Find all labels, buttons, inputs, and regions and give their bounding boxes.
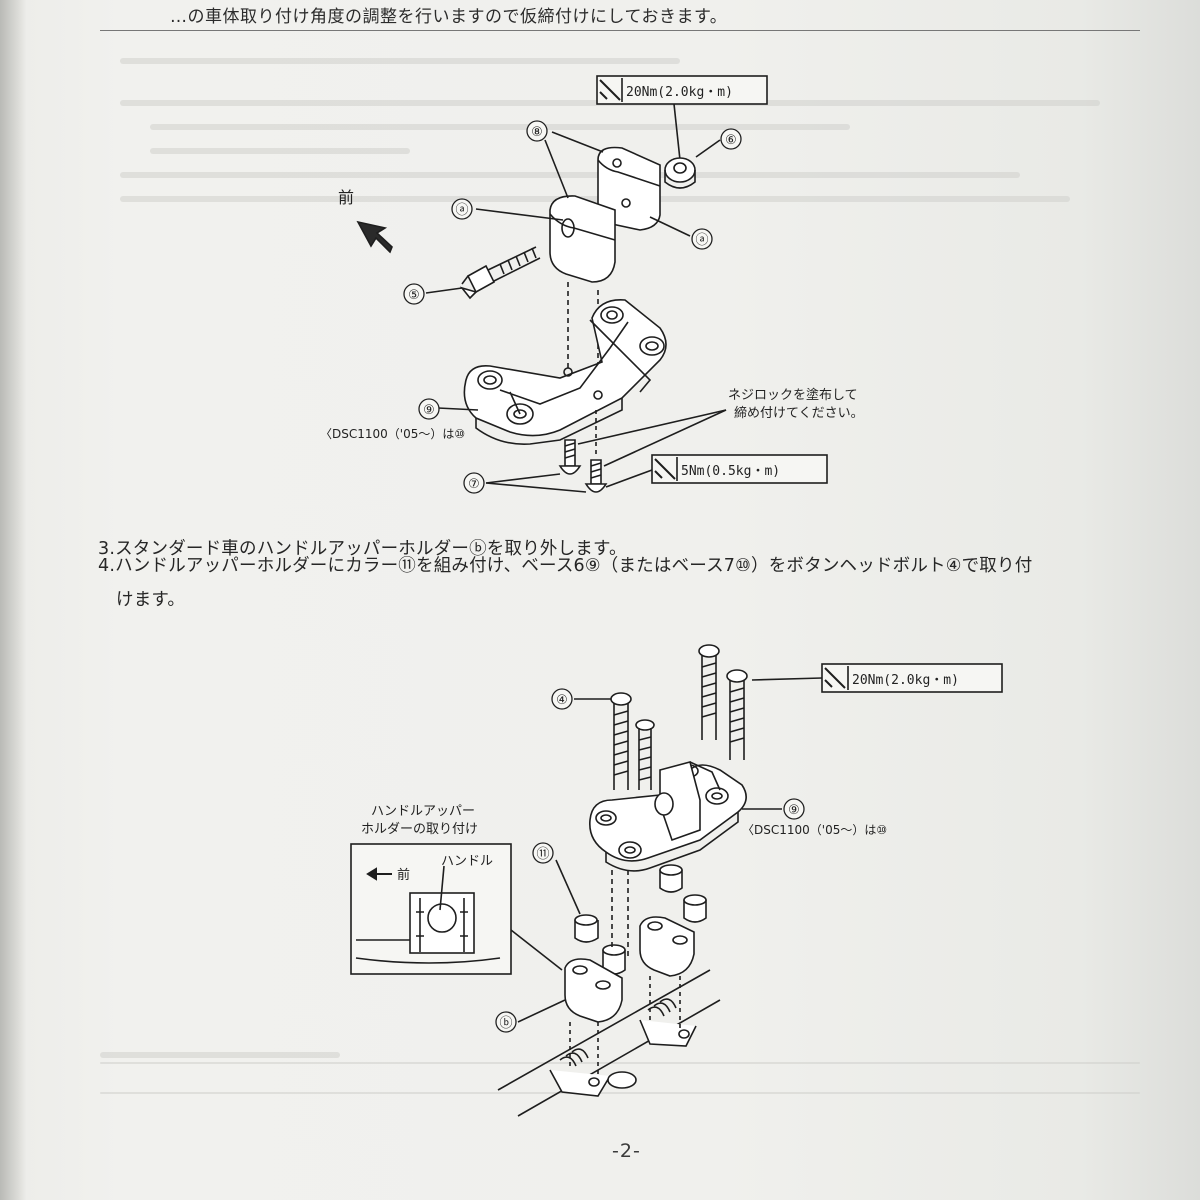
callout-11: ⑪ <box>536 847 549 862</box>
step-4-text-line2: けます。 <box>116 590 186 610</box>
callout-a-rear: ⓐ <box>695 233 708 248</box>
step-4-text-line1: 4.ハンドルアッパーホルダーにカラー⑪を組み付け、ベース6⑨（またはベース7⑩）… <box>98 556 1033 576</box>
torque-lower-label: 5Nm(0.5kg・m) <box>681 464 780 479</box>
page-edge-shadow <box>0 0 26 1200</box>
callout-9: ⑨ <box>423 403 435 418</box>
model-note-1: 〈DSC1100（'05～）は⑩ <box>320 427 465 441</box>
inset-title-1: ハンドルアッパー <box>371 804 475 819</box>
callout-8: ⑧ <box>531 125 543 140</box>
torque-upper-label: 20Nm(2.0kg・m) <box>626 85 733 100</box>
torque-holder-label: 20Nm(2.0kg・m) <box>852 673 959 688</box>
callout-9-holder: ⑨ <box>788 803 800 818</box>
torque-box-lower <box>651 454 828 484</box>
front-arrow-icon <box>356 220 393 254</box>
torque-box-upper <box>596 75 768 105</box>
screw-7-left <box>558 439 582 475</box>
button-bolt-c <box>698 644 720 740</box>
threadlock-note-2: 締め付けてください。 <box>734 405 864 421</box>
inset-front-arrow-icon <box>366 867 392 881</box>
callout-7: ⑦ <box>468 477 480 492</box>
button-bolt-b <box>635 719 655 790</box>
bolt-5 <box>459 246 541 300</box>
model-note-2: 〈DSC1100（'05～）は⑩ <box>742 823 887 837</box>
callout-5: ⑤ <box>408 288 420 303</box>
callout-4: ④ <box>556 693 568 708</box>
callout-6: ⑥ <box>725 133 737 148</box>
front-label: 前 <box>338 188 354 207</box>
screw-7-right <box>584 459 608 493</box>
wrench-icon <box>599 79 621 101</box>
header-rule <box>100 30 1140 31</box>
inset-title-2: ホルダーの取り付け <box>361 822 478 837</box>
inset-handle-label: ハンドル <box>441 854 493 869</box>
button-bolt-d <box>726 669 748 760</box>
top-instruction-line: …の車体取り付け角度の調整を行いますので仮締付けにしておきます。 <box>170 7 728 27</box>
threadlock-note-1: ネジロックを塗布して <box>728 387 858 403</box>
step-3-text: 3.スタンダード車のハンドルアッパーホルダーⓑを取り外します。 <box>98 539 627 559</box>
callout-b: ⓑ <box>499 1016 512 1031</box>
callout-a-front: ⓐ <box>455 203 468 218</box>
inset-front-label: 前 <box>397 867 410 883</box>
handlebar-tube <box>497 969 721 1117</box>
page-number: -2- <box>612 1140 641 1162</box>
button-bolt-a <box>610 692 632 790</box>
collar-11 <box>574 914 599 943</box>
clamp-half-front <box>549 195 616 283</box>
